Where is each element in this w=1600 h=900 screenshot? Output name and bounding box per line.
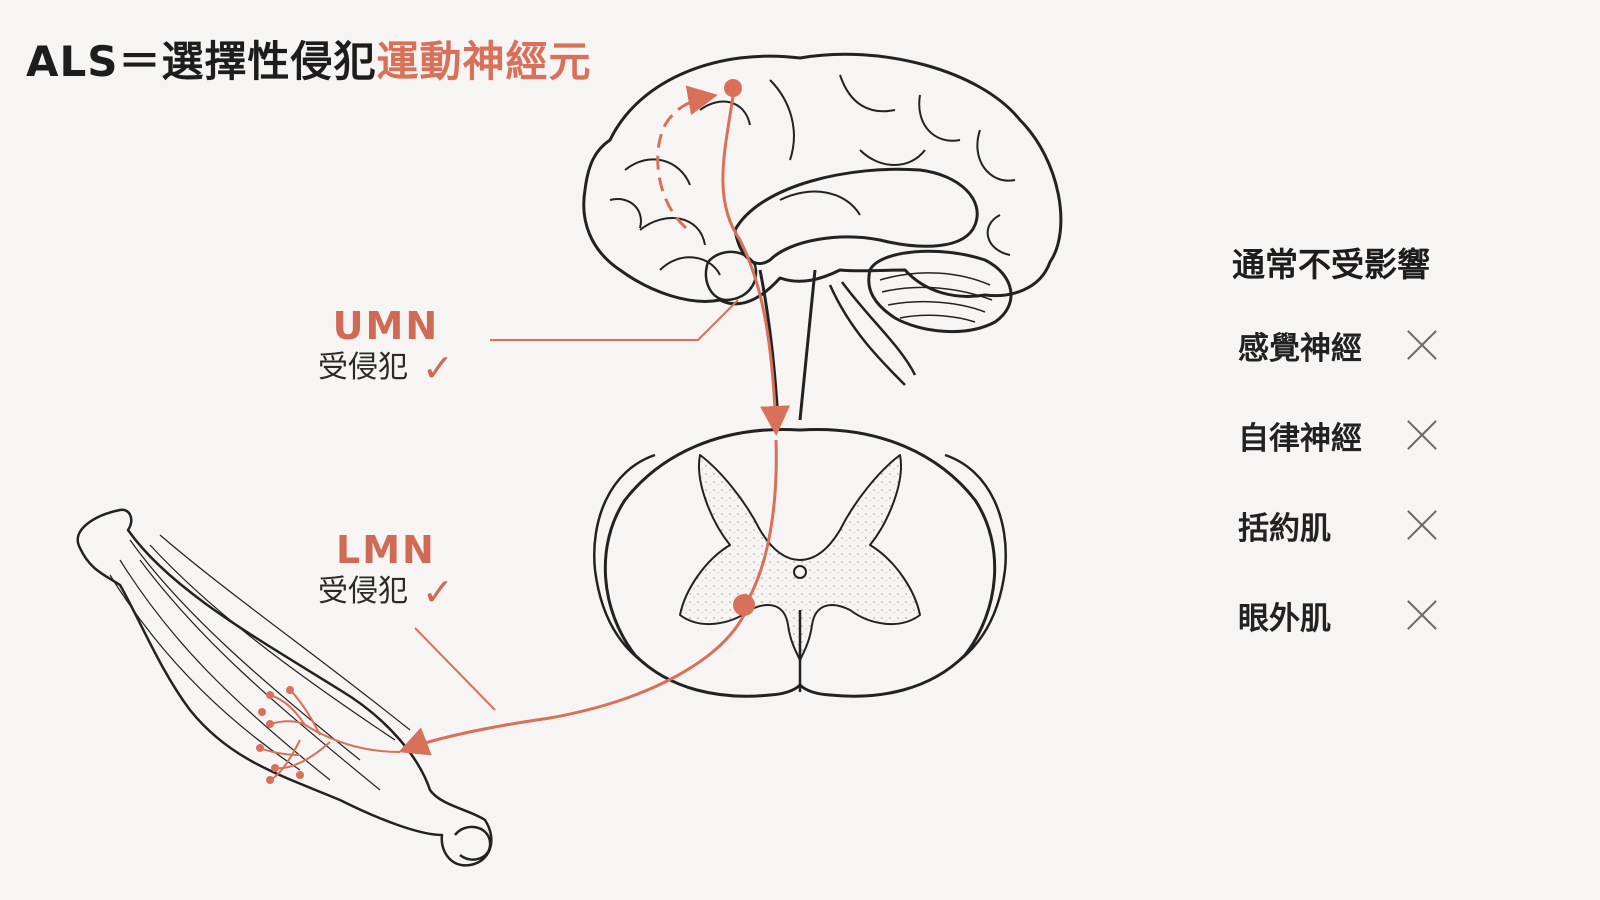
title-highlight: 運動神經元 (376, 37, 592, 86)
unaffected-item: 括約肌 (1238, 502, 1438, 548)
unaffected-title: 通常不受影響 (1232, 245, 1430, 284)
lmn-leader-line (414, 627, 496, 711)
page-title: ALS＝選擇性侵犯運動神經元 (26, 28, 592, 89)
neuromuscular-junction (259, 689, 401, 781)
brain-outline (582, 52, 1063, 306)
check-icon: ✓ (422, 570, 454, 614)
cross-icon (1406, 329, 1438, 361)
title-prefix: ALS＝選擇性侵犯 (26, 37, 377, 86)
tendon-distal (454, 825, 492, 861)
umn-abbr: UMN (332, 304, 440, 348)
medulla-outline (828, 281, 917, 386)
brain-gyri (609, 74, 1016, 276)
umn-leader-line (490, 299, 739, 341)
unaffected-item-label: 括約肌 (1238, 510, 1331, 547)
cerebellum-lobe (867, 249, 1013, 333)
umn-cell-body (724, 79, 742, 97)
brainstem (758, 269, 817, 421)
right-root (944, 453, 1007, 661)
brain-illustration (582, 52, 1063, 421)
lmn-status-row: 受侵犯 ✓ (318, 572, 454, 612)
lmn-status: 受侵犯 (318, 574, 408, 609)
umn-label: UMN 受侵犯 ✓ (318, 304, 454, 388)
cross-icon (1406, 419, 1438, 451)
umn-status: 受侵犯 (318, 350, 408, 385)
temporal-lobe (704, 250, 758, 302)
umn-axon-continuation (746, 439, 778, 601)
cross-icon (1406, 509, 1438, 541)
muscle-fibers (109, 534, 411, 791)
unaffected-item-label: 眼外肌 (1238, 600, 1331, 637)
lmn-abbr: LMN (336, 528, 436, 572)
unaffected-item-label: 自律神經 (1238, 420, 1362, 457)
spinal-cord-illustration (593, 427, 1007, 698)
lmn-cell-body (733, 594, 755, 616)
lmn-label: LMN 受侵犯 ✓ (318, 528, 454, 612)
left-root (593, 453, 656, 661)
corpus-callosum (733, 167, 979, 265)
muscle-illustration (76, 508, 493, 867)
umn-status-row: 受侵犯 ✓ (318, 348, 454, 388)
central-canal (793, 565, 807, 579)
umn-axon (721, 95, 791, 436)
umn-dashed-loop (656, 85, 718, 230)
cross-icon (1406, 599, 1438, 631)
unaffected-item: 自律神經 (1238, 412, 1438, 458)
unaffected-item: 眼外肌 (1238, 592, 1438, 638)
cerebellum-folia (879, 272, 993, 323)
lmn-axon (398, 614, 746, 756)
check-icon: ✓ (422, 346, 454, 390)
nerve-terminals (256, 686, 304, 784)
unaffected-item: 感覺神經 (1238, 322, 1438, 368)
unaffected-item-label: 感覺神經 (1238, 330, 1362, 367)
